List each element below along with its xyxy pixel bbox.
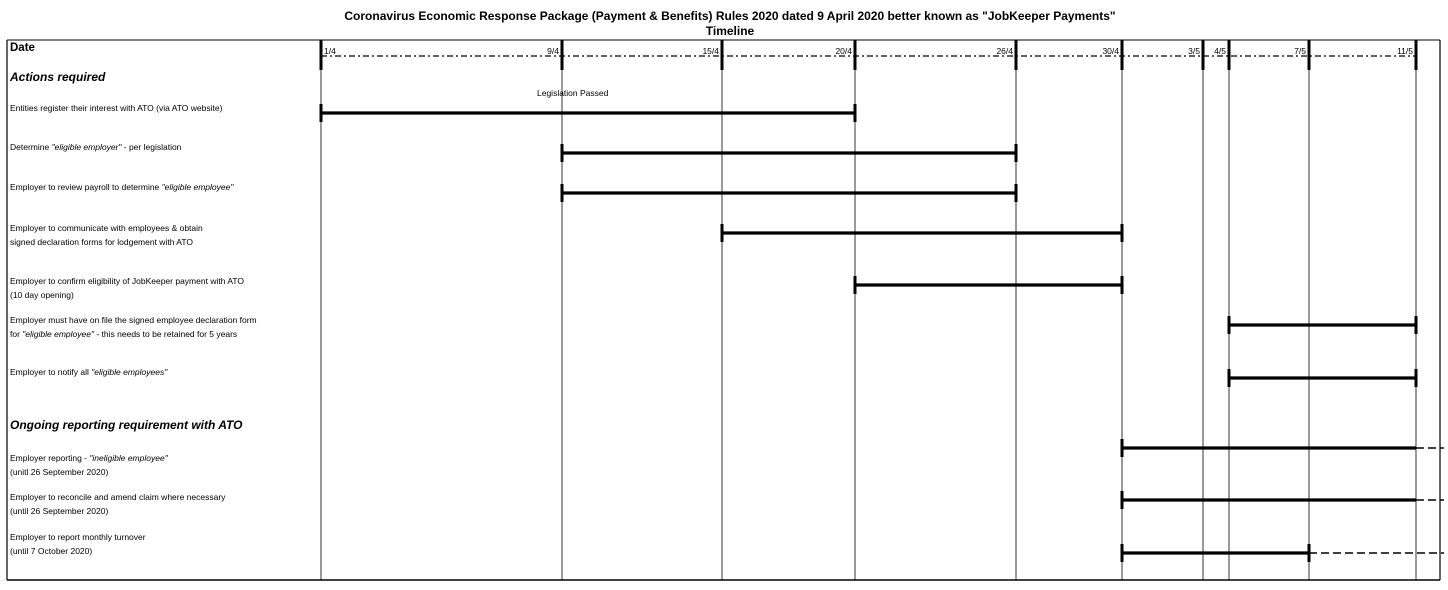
date-tick-label: 4/5 <box>1214 46 1226 56</box>
task-label: Employer to confirm eligibility of JobKe… <box>10 276 245 286</box>
task-label: Entities register their interest with AT… <box>10 103 223 113</box>
task-label: Employer reporting - "ineligible employe… <box>10 453 168 463</box>
annotation-legislation-passed: Legislation Passed <box>537 88 609 98</box>
task-label: Employer to communicate with employees &… <box>10 223 203 233</box>
date-axis-label: Date <box>10 42 35 54</box>
section-title: Ongoing reporting requirement with ATO <box>10 418 243 432</box>
chart-title: Coronavirus Economic Response Package (P… <box>344 9 1116 23</box>
date-tick-label: 15/4 <box>702 46 719 56</box>
task-label: signed declaration forms for lodgement w… <box>10 237 193 247</box>
task-label: Employer to review payroll to determine … <box>10 182 234 192</box>
date-tick-label: 20/4 <box>835 46 852 56</box>
task-label: (unitl 26 September 2020) <box>10 467 109 477</box>
date-tick-label: 3/5 <box>1188 46 1200 56</box>
date-tick-label: 26/4 <box>996 46 1013 56</box>
task-label: for "eligible employee" - this needs to … <box>10 329 238 339</box>
section-title: Actions required <box>10 70 106 84</box>
task-label: Employer to reconcile and amend claim wh… <box>10 492 226 502</box>
chart-subtitle: Timeline <box>705 24 755 38</box>
date-tick-label: 30/4 <box>1102 46 1119 56</box>
task-label: Employer to report monthly turnover <box>10 532 146 542</box>
date-tick-label: 1/4 <box>324 46 336 56</box>
task-label: Determine "eligible employer" - per legi… <box>10 142 182 152</box>
task-label: (10 day opening) <box>10 290 74 300</box>
task-label: Employer to notify all "eligible employe… <box>10 367 168 377</box>
date-tick-label: 11/5 <box>1397 46 1413 56</box>
date-tick-label: 7/5 <box>1294 46 1306 56</box>
task-label: Employer must have on file the signed em… <box>10 315 257 325</box>
date-tick-label: 9/4 <box>547 46 559 56</box>
task-label: (until 7 October 2020) <box>10 546 93 556</box>
task-label: (until 26 September 2020) <box>10 506 109 516</box>
